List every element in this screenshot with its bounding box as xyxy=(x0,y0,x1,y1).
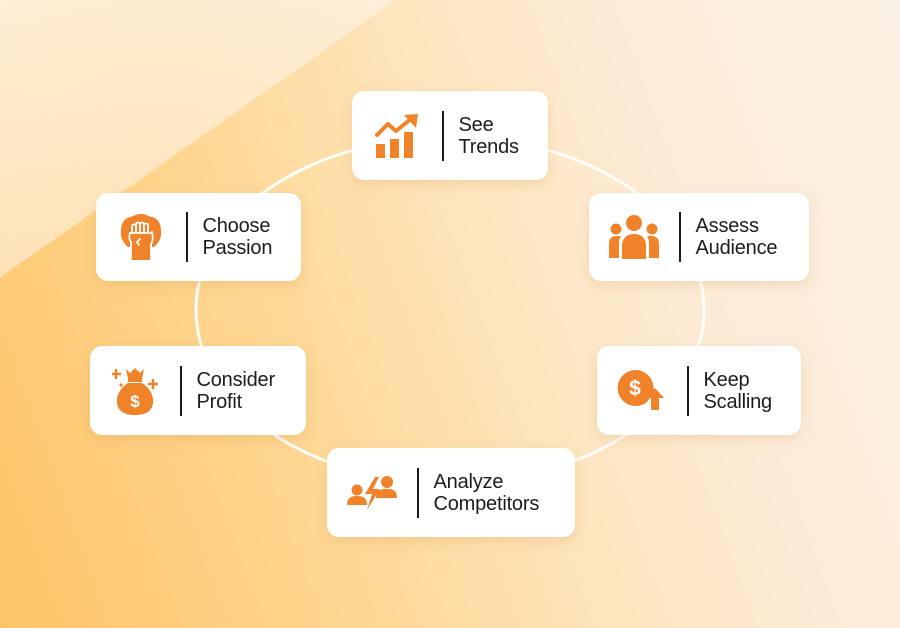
raised-fist-icon xyxy=(96,193,186,281)
dollar-growth-icon: $ xyxy=(597,346,687,435)
step-label: Keep Scalling xyxy=(703,368,773,413)
svg-text:$: $ xyxy=(629,377,641,400)
card-divider xyxy=(186,212,188,262)
step-card-consider-profit[interactable]: $ Consider Profit xyxy=(90,346,306,435)
step-label: Analyze Competitors xyxy=(433,470,540,515)
step-card-analyze-competitors[interactable]: Analyze Competitors xyxy=(327,448,575,537)
card-divider xyxy=(180,365,182,416)
card-divider xyxy=(442,110,444,161)
money-bag-icon: $ xyxy=(90,346,180,435)
card-divider xyxy=(687,365,689,416)
step-card-assess-audience[interactable]: Assess Audience xyxy=(589,193,809,281)
step-card-choose-passion[interactable]: Choose Passion xyxy=(96,193,301,281)
audience-group-icon xyxy=(589,193,679,281)
step-label: Consider Profit xyxy=(196,368,276,413)
card-divider xyxy=(679,212,681,262)
trend-chart-icon xyxy=(352,91,442,180)
card-divider xyxy=(417,467,419,518)
svg-text:$: $ xyxy=(130,392,140,411)
competitors-lightning-icon xyxy=(327,448,417,537)
step-card-keep-scaling[interactable]: $ Keep Scalling xyxy=(597,346,801,435)
step-label: Assess Audience xyxy=(695,215,778,259)
step-card-see-trends[interactable]: See Trends xyxy=(352,91,548,180)
step-label: Choose Passion xyxy=(202,215,273,259)
step-label: See Trends xyxy=(458,113,520,158)
